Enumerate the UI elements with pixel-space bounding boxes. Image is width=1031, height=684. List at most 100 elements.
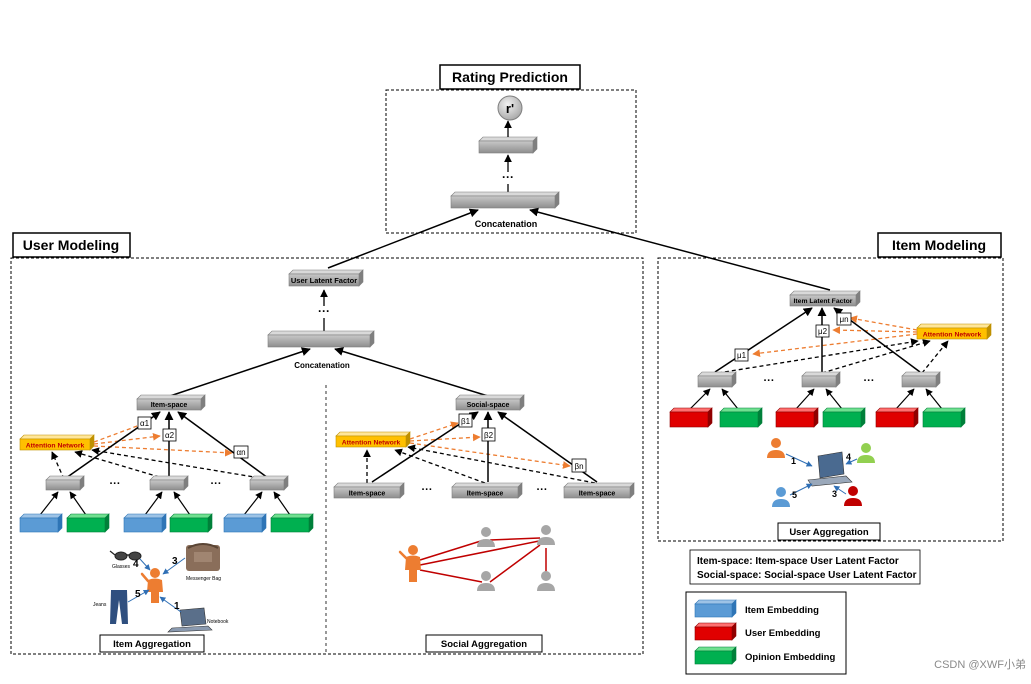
item-aggregation-illustration: Glasses Messenger Bag Jeans Notebook [93,543,229,633]
glasses-label: Glasses [112,564,131,570]
ellipsis-4: ··· [537,484,548,496]
svg-text:User Latent Factor: User Latent Factor [291,276,357,285]
user-latent-factor-node: User Latent Factor [288,269,364,287]
person-icon [844,486,862,506]
svg-text:Item-space: Item-space [151,402,188,409]
person-icon [537,525,555,545]
beta-n-label: βn [571,458,587,473]
space-node-1: Item-space [333,482,405,499]
svg-text:Item Latent Factor: Item Latent Factor [794,298,853,305]
svg-text:Attention Network: Attention Network [26,443,85,450]
item-latent-factor-node: Item Latent Factor [789,290,861,307]
rating-number: 1 [791,456,796,466]
item-agg-node-1 [45,475,85,491]
person-icon [398,545,421,582]
mu-n-label: μn [836,312,852,326]
user-aggregation-label: User Aggregation [777,522,881,541]
svg-text:Attention Network: Attention Network [923,332,982,339]
svg-text:α1: α1 [140,419,150,428]
user-embedding-block [875,407,919,428]
user-modeling-title: User Modeling [12,232,131,258]
svg-text:Opinion Embedding: Opinion Embedding [745,652,835,663]
svg-text:Item-space: Item-space [467,491,504,498]
space-node-n: Item-space [563,482,635,499]
social-attention-network: Attention Network [335,431,411,448]
svg-text:User Embedding: User Embedding [745,628,821,639]
opinion-embedding-block [270,513,314,533]
space-node-2: Item-space [451,482,523,499]
user-agg-node-1 [697,371,737,388]
user-embedding-block [669,407,713,428]
svg-text:User Modeling: User Modeling [23,237,119,253]
user-concat-layer [267,330,375,348]
svg-text:Item Embedding: Item Embedding [745,605,819,616]
item-embedding-block [223,513,267,533]
opinion-embedding-block [66,513,110,533]
svg-text:β2: β2 [484,431,494,440]
item-modeling-panel [657,257,1004,542]
svg-text:r': r' [506,101,514,116]
item-attention-network: Attention Network [19,434,95,451]
rating-output-node: r' [497,95,523,121]
opinion-embedding-block [922,407,966,428]
user-to-rating-edge [327,208,479,269]
item-aggregation-label: Item Aggregation [99,634,205,653]
ellipsis-2: ··· [211,478,222,490]
note-item-space: Item-space: Item-space User Latent Facto… [697,556,899,567]
svg-text:Item-space: Item-space [579,491,616,498]
messenger-bag-icon [186,543,220,571]
legend: Item Embedding User Embedding Opinion Em… [685,591,847,675]
person-icon [772,487,790,507]
svg-text:Item Aggregation: Item Aggregation [113,639,191,650]
item-agg-node-2 [149,475,189,491]
rating-prediction-panel [385,89,637,234]
beta-2-label: β2 [481,427,496,442]
rating-number: 3 [832,489,837,499]
item-modeling-title: Item Modeling [877,232,1002,258]
rating-concatenation-label: Concatenation [475,219,538,229]
svg-text:Social Aggregation: Social Aggregation [441,639,527,650]
social-graph [398,525,555,591]
svg-text:Item-space: Item-space [349,491,386,498]
user-modeling-panel [10,257,644,655]
glasses-icon [109,550,142,561]
jeans-icon [110,590,128,624]
svg-text:μ1: μ1 [737,351,747,360]
rating-number: 5 [792,490,797,500]
user-dots: ··· [318,304,330,318]
user-aggregation-illustration: 1 4 5 3 [767,438,875,507]
ellipsis-1: ··· [110,478,121,490]
svg-text:Item Modeling: Item Modeling [892,237,986,253]
opinion-embedding-block [822,407,866,428]
item-space-node: Item-space [136,394,206,411]
rating-concat-layer [450,191,560,209]
mu-1-label: μ1 [734,348,749,362]
svg-text:βn: βn [574,462,583,471]
alpha-1-label: α1 [137,416,152,430]
person-icon [477,571,495,591]
person-icon [140,568,163,603]
svg-text:Attention Network: Attention Network [342,440,401,447]
rating-prediction-title: Rating Prediction [439,64,581,90]
svg-text:Social-space: Social-space [467,402,510,409]
rating-number: 3 [172,556,178,567]
opinion-embedding-block [169,513,213,533]
svg-text:μ2: μ2 [818,327,828,336]
rating-number: 1 [174,601,180,612]
user-embedding-block [775,407,819,428]
svg-text:Rating Prediction: Rating Prediction [452,69,568,85]
svg-text:μn: μn [839,315,848,324]
rating-number: 4 [133,559,139,570]
alpha-n-label: αn [233,445,249,459]
person-icon [477,527,495,547]
social-aggregation-label: Social Aggregation [425,634,543,653]
svg-text:α2: α2 [165,431,175,440]
messenger-bag-label: Messenger Bag [186,576,221,582]
ellipsis-6: ··· [864,375,875,387]
notes-box: Item-space: Item-space User Latent Facto… [689,549,921,585]
user-agg-node-n [901,371,941,388]
note-social-space: Social-space: Social-space User Latent F… [697,570,917,581]
person-icon [857,443,875,463]
watermark: CSDN @XWF小弟 [934,658,1026,671]
